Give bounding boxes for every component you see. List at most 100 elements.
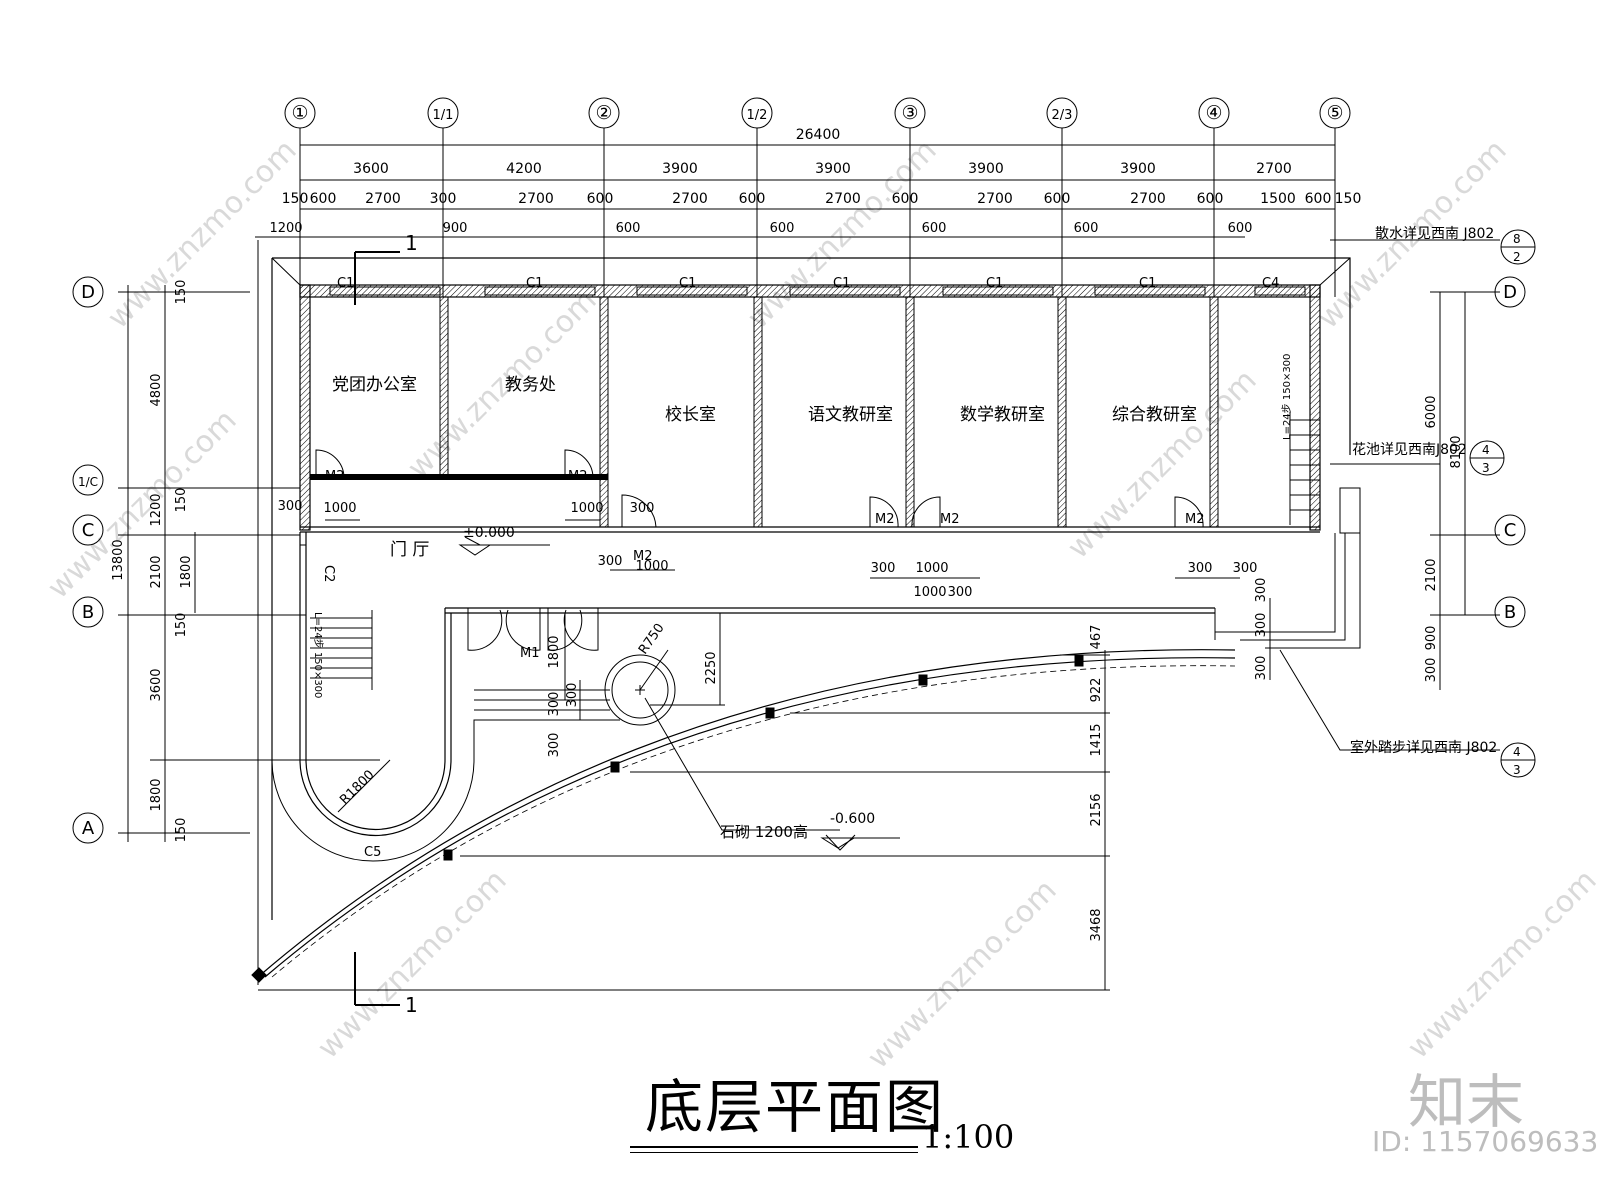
- section-mark-bottom: 1: [405, 993, 418, 1017]
- axis-label: C: [82, 520, 95, 541]
- dimension-label: 6000: [1424, 395, 1439, 428]
- axis-label: ②: [595, 102, 612, 124]
- planter-circle: [604, 654, 676, 726]
- elevation-marks: [458, 544, 900, 849]
- dimension-label: 2700: [672, 191, 708, 207]
- axis-label: ③: [901, 102, 918, 124]
- note-apron: 散水详见西南 J802: [1375, 226, 1494, 242]
- dimension-label: 3468: [1089, 908, 1104, 941]
- axis-bubble: [1494, 596, 1526, 628]
- dimension-label: 1415: [1089, 723, 1104, 756]
- dimension-label: 300: [547, 692, 562, 717]
- dimension-label: 2700: [518, 191, 554, 207]
- dimension-label: 1000: [323, 501, 356, 516]
- dimension-label: 600: [770, 221, 795, 236]
- dimension-label: 26400: [796, 127, 841, 143]
- dimension-label: 8100: [1449, 435, 1464, 468]
- hall-label: 门 厅: [390, 540, 429, 560]
- dimension-label: 300: [598, 554, 623, 569]
- dimension-label: 150: [282, 191, 309, 207]
- dimension-label: 3600: [353, 161, 389, 177]
- door-label: M2: [325, 469, 345, 484]
- dimension-label: 2250: [704, 651, 719, 684]
- watermark-text: www.znzmo.com: [1401, 863, 1600, 1066]
- dimension-label: 600: [739, 191, 766, 207]
- dimension-label: 4200: [506, 161, 542, 177]
- room-label: 数学教研室: [960, 405, 1045, 425]
- drawing-scale: 1:100: [922, 1118, 1015, 1156]
- axis-label: ④: [1205, 102, 1222, 124]
- dimension-label: 300: [1254, 578, 1269, 603]
- stair-label: L=24步 150×300: [312, 612, 324, 698]
- top-dimension-labels: 26400 3600 4200 3900 3900 3900 3900 2700 150 600 2…: [269, 127, 1361, 236]
- window-label: C1: [986, 276, 1003, 291]
- axis-label: B: [82, 602, 94, 623]
- note-steps-ref: 3: [1513, 763, 1521, 777]
- stair-left: [310, 610, 373, 690]
- window-label: C5: [364, 845, 381, 860]
- door-label: M2: [875, 512, 895, 527]
- axis-bubble: [72, 514, 104, 546]
- room-label: 语文教研室: [808, 405, 893, 425]
- dimension-label: 467: [1089, 625, 1104, 650]
- dimension-label: 300: [1254, 613, 1269, 638]
- dimension-label: 2100: [149, 555, 164, 588]
- watermark-text: www.znzmo.com: [401, 283, 604, 486]
- dimension-label: 300: [1254, 656, 1269, 681]
- dimension-label: 300: [1233, 561, 1258, 576]
- door-label: M2: [1185, 512, 1205, 527]
- dimension-label: 1000: [635, 559, 668, 574]
- dimension-label: 300: [1188, 561, 1213, 576]
- elevation-main: ±0.000: [463, 525, 515, 541]
- door-swings: [315, 449, 1204, 651]
- dimension-label: 2156: [1089, 793, 1104, 826]
- note-planter-ref: 4: [1482, 443, 1490, 457]
- window-label: C1: [337, 276, 354, 291]
- dimension-label: 13800: [111, 539, 126, 580]
- stair-label: L=24步 150×300: [1281, 354, 1293, 440]
- dimension-label: 3900: [968, 161, 1004, 177]
- dimension-label: 3900: [1120, 161, 1156, 177]
- dimension-label: 2700: [1130, 191, 1166, 207]
- radius-label: R1800: [337, 767, 377, 807]
- window-label: C1: [526, 276, 543, 291]
- dimension-label: 922: [1089, 678, 1104, 703]
- drawing-title: 底层平面图: [645, 1073, 946, 1141]
- axis-bubble: [1494, 514, 1526, 546]
- dimension-label: 1800: [149, 778, 164, 811]
- stair-right: [1289, 412, 1320, 525]
- dimension-label: 2700: [1256, 161, 1292, 177]
- dimension-label: 900: [1424, 626, 1439, 651]
- dimension-label: 3900: [815, 161, 851, 177]
- dimension-label: 2700: [825, 191, 861, 207]
- dimension-label: 1200: [149, 493, 164, 526]
- note-planter: 花池详见西南J802: [1352, 442, 1467, 458]
- axis-label: B: [1504, 602, 1516, 623]
- dimension-label: 600: [892, 191, 919, 207]
- axis-label: 1/C: [78, 475, 98, 489]
- dimension-geometry: [118, 239, 1500, 1006]
- brand-watermark: 知末: [1408, 1068, 1525, 1136]
- axis-label: ①: [291, 102, 308, 124]
- dimension-label: 300: [871, 561, 896, 576]
- watermark-text: www.znzmo.com: [1061, 363, 1264, 566]
- dimension-label: 600: [1228, 221, 1253, 236]
- image-id-watermark: ID: 1157069633: [1372, 1125, 1599, 1158]
- dimension-label: 300: [565, 683, 580, 708]
- room-label: 校长室: [665, 405, 716, 425]
- axis-bubble: [72, 596, 104, 628]
- window-label: C1: [1139, 276, 1156, 291]
- door-label: M1: [520, 646, 540, 661]
- building-walls: [271, 257, 1361, 920]
- dimension-label: 3900: [662, 161, 698, 177]
- axis-label: D: [1503, 282, 1517, 303]
- dimension-label: 600: [1074, 221, 1099, 236]
- dimension-label: 600: [1044, 191, 1071, 207]
- dimension-label: 150: [174, 613, 189, 638]
- watermark-layer: www.znzmo.com www.znzmo.com www.znzmo.co…: [41, 133, 1600, 1076]
- room-label: 党团办公室: [332, 375, 417, 395]
- dimension-label: 300: [278, 499, 303, 514]
- dimension-label: 2700: [365, 191, 401, 207]
- window-label: C2: [321, 565, 336, 582]
- axis-label: 1/1: [433, 108, 454, 123]
